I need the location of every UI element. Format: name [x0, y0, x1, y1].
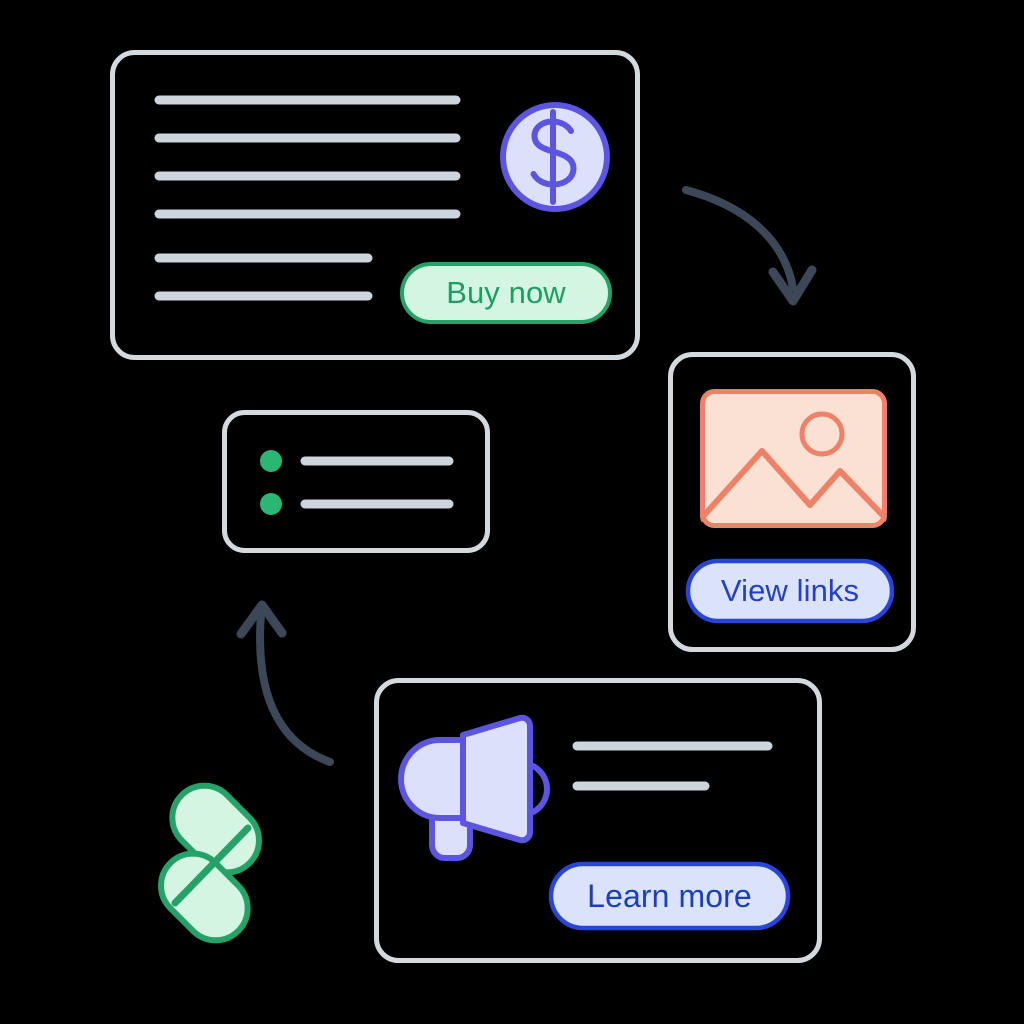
view-links-button[interactable] [685, 558, 895, 624]
offer-card-text-lines [154, 95, 461, 301]
megaphone-icon [398, 714, 550, 861]
arrow-offer-to-links [682, 186, 817, 306]
list-card-frame [222, 410, 490, 553]
promo-card[interactable] [374, 678, 822, 963]
buy-now-button[interactable] [400, 262, 612, 324]
list-bullet-dot [260, 493, 282, 515]
dollar-coin-icon [500, 102, 610, 212]
promo-card-text-lines [572, 741, 773, 791]
bullet-list-card[interactable] [222, 410, 490, 553]
image-placeholder-icon [700, 389, 887, 528]
links-preview-card[interactable] [668, 352, 916, 652]
learn-more-button[interactable] [548, 861, 791, 931]
offer-card[interactable] [110, 50, 640, 360]
list-bullet-dot [260, 450, 282, 472]
list-item[interactable] [260, 450, 454, 472]
list-item[interactable] [260, 493, 454, 515]
arrow-promo-to-list [236, 600, 334, 766]
chain-link-icon [158, 782, 262, 944]
